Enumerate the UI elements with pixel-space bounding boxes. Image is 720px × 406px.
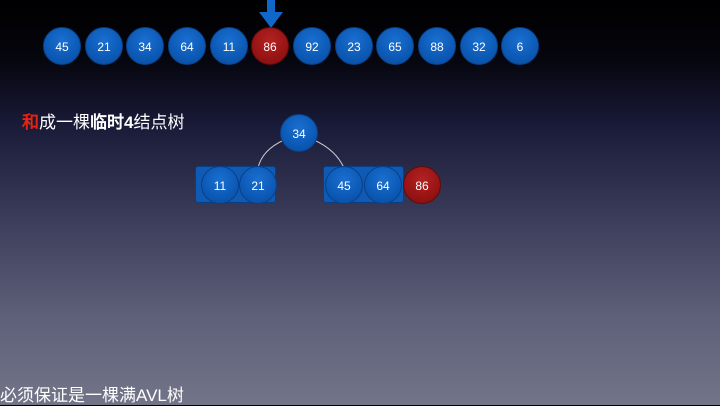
sequence-node: 65 xyxy=(376,27,414,65)
left-group-node: 11 xyxy=(201,166,239,204)
edge-right xyxy=(313,139,345,169)
sequence-node: 64 xyxy=(168,27,206,65)
right-group-node: 45 xyxy=(325,166,363,204)
caption-text: 成一棵 xyxy=(39,113,90,132)
sequence-node: 92 xyxy=(293,27,331,65)
sequence-node: 6 xyxy=(501,27,539,65)
tree-root-node: 34 xyxy=(280,114,318,152)
sequence-node: 45 xyxy=(43,27,81,65)
sequence-node: 23 xyxy=(335,27,373,65)
sequence-node: 32 xyxy=(460,27,498,65)
caption-highlight: 和 xyxy=(22,113,39,132)
caption-full-avl: 必须保证是一棵满AVL树 xyxy=(0,386,184,405)
caption-temporary-tree: 和成一棵临时4结点树 xyxy=(22,108,184,133)
pending-insert-node: 86 xyxy=(403,166,441,204)
left-group-node: 21 xyxy=(239,166,277,204)
sequence-node: 11 xyxy=(210,27,248,65)
current-pointer-arrow-icon xyxy=(259,0,283,28)
caption-bold-text: 临时4 xyxy=(90,113,134,132)
sequence-node: 88 xyxy=(418,27,456,65)
sequence-node: 21 xyxy=(85,27,123,65)
caption-text: 结点树 xyxy=(133,113,185,132)
edge-left xyxy=(257,139,285,169)
sequence-node: 34 xyxy=(126,27,164,65)
right-group-node: 64 xyxy=(364,166,402,204)
sequence-node-current: 86 xyxy=(251,27,289,65)
